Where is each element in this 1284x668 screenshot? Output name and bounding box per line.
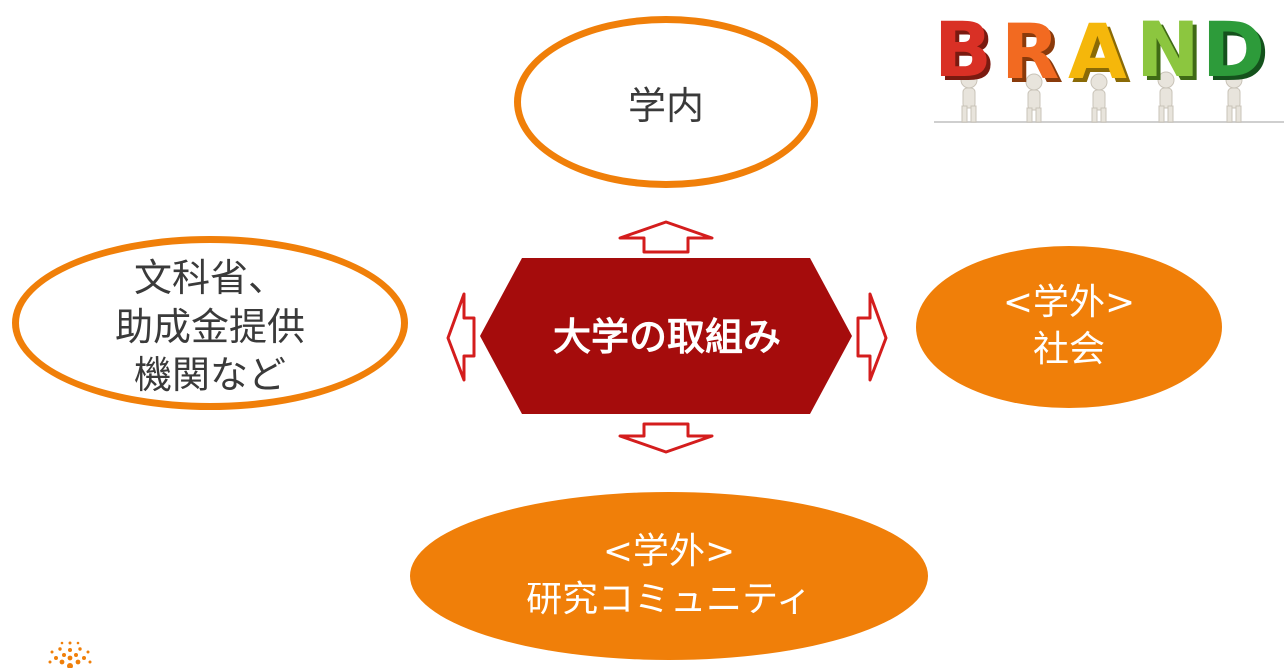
brand-letter-r: R xyxy=(1001,12,1060,96)
brand-image: B B R R A A N N D D xyxy=(934,12,1284,123)
node-research-community: <学外> 研究コミュニティ xyxy=(410,492,928,660)
node-government: 文科省、 助成金提供 機関など xyxy=(12,236,408,410)
svg-text:D: D xyxy=(1206,12,1269,98)
brand-letter-b: B xyxy=(934,12,992,94)
brand-letter-d: D xyxy=(1202,12,1265,94)
node-society: <学外> 社会 xyxy=(916,246,1222,408)
svg-text:R: R xyxy=(1005,12,1064,100)
svg-text:N: N xyxy=(1140,12,1204,98)
svg-text:A: A xyxy=(1072,12,1131,100)
arrow-right-icon xyxy=(856,292,888,382)
arrow-down-icon xyxy=(618,422,714,454)
center-hexagon xyxy=(480,258,852,414)
brand-letter-shadow: B xyxy=(938,12,996,98)
arrow-left-icon xyxy=(446,292,476,382)
arrow-up-icon xyxy=(618,220,714,254)
node-campus: 学内 xyxy=(514,16,818,188)
center-label: 大学の取組み xyxy=(552,314,781,359)
brand-letter-n: N xyxy=(1136,12,1200,94)
brand-figures xyxy=(960,71,1243,123)
brand-letter-a: A xyxy=(1068,12,1127,96)
